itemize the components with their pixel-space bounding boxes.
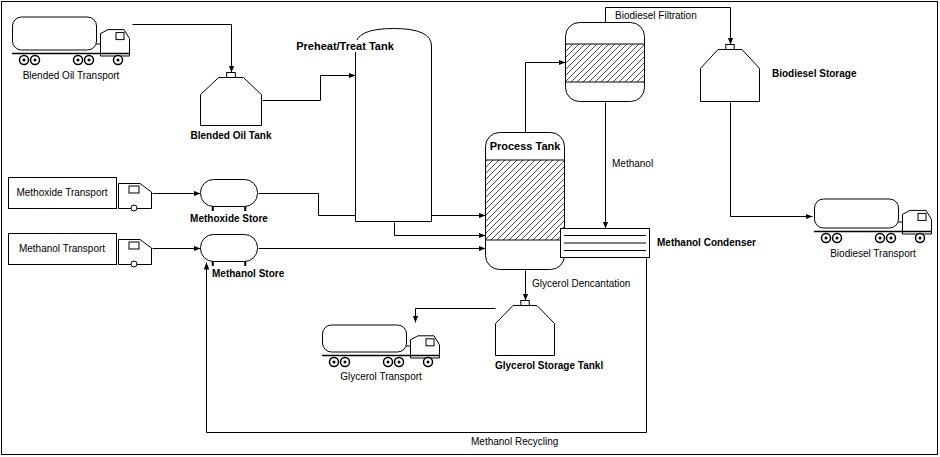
process-vessel-shape [485,132,565,270]
preheat-tank: Preheat/Treat Tank [355,28,432,222]
flow-line [395,223,486,236]
flow-line [605,103,606,229]
storage-tank-shape [495,300,555,356]
flow-line [259,248,486,249]
filter-vessel: Biodiesel Filtration [565,22,645,102]
storage-tank: Blended Oil Tank [200,72,262,126]
condenser-shape [560,228,650,258]
filter-vessel-shape [565,22,645,102]
node-label: Blended Oil Tank [191,130,272,142]
condenser: Methanol Condenser [560,228,650,258]
flow-line [416,309,496,323]
node-label: Blended Oil Transport [23,70,120,82]
tanker-truck: Blended Oil Transport [10,14,132,66]
flow-label: Glycerol Dencantation [531,278,631,290]
node-label: Process Tank [485,140,565,152]
node-label: Methanol Store [212,268,284,280]
horizontal-tank: Methoxide Store [200,179,258,207]
flow-line [207,259,647,433]
flow-line [133,25,232,73]
tanker-truck-shape [320,322,442,368]
box-truck: Methanol Transport [8,233,152,265]
node-label: Biodiesel Filtration [615,10,697,22]
horizontal-tank-shape [200,179,258,207]
node-label: Biodiesel Storage [772,68,856,80]
tanker-truck: Glycerol Transport [320,322,442,368]
flow-line [731,103,813,217]
node-label: Methanol Condenser [657,237,756,249]
box-truck: Methoxide Transport [8,177,152,209]
tanker-truck-shape [812,196,934,244]
flow-line [525,271,526,301]
flow-label: Methanol [611,158,654,170]
node-label: Methanol Transport [8,233,116,265]
node-label: Glycerol Storage Tankl [495,360,603,372]
storage-tank-shape [700,44,760,102]
storage-tank-shape [200,72,262,126]
horizontal-tank: Methanol Store [200,234,258,262]
flow-line [263,76,356,101]
node-label: Methoxide Transport [8,177,116,209]
storage-tank: Biodiesel Storage [700,44,760,102]
storage-tank: Glycerol Storage Tankl [495,300,555,356]
tanker-truck-shape [10,14,132,66]
preheat-tank-shape [355,28,432,222]
flow-line [153,193,201,194]
flow-label: Methanol Recycling [470,436,559,448]
process-vessel: Process Tank [485,132,565,270]
node-label: Preheat/Treat Tank [289,40,401,52]
flow-line [526,63,566,133]
node-label: Glycerol Transport [340,371,422,383]
tanker-truck: Biodiesel Transport [812,196,934,244]
flow-line [153,248,201,249]
node-label: Methoxide Store [190,213,268,225]
node-label: Biodiesel Transport [830,248,916,260]
horizontal-tank-shape [200,234,258,262]
